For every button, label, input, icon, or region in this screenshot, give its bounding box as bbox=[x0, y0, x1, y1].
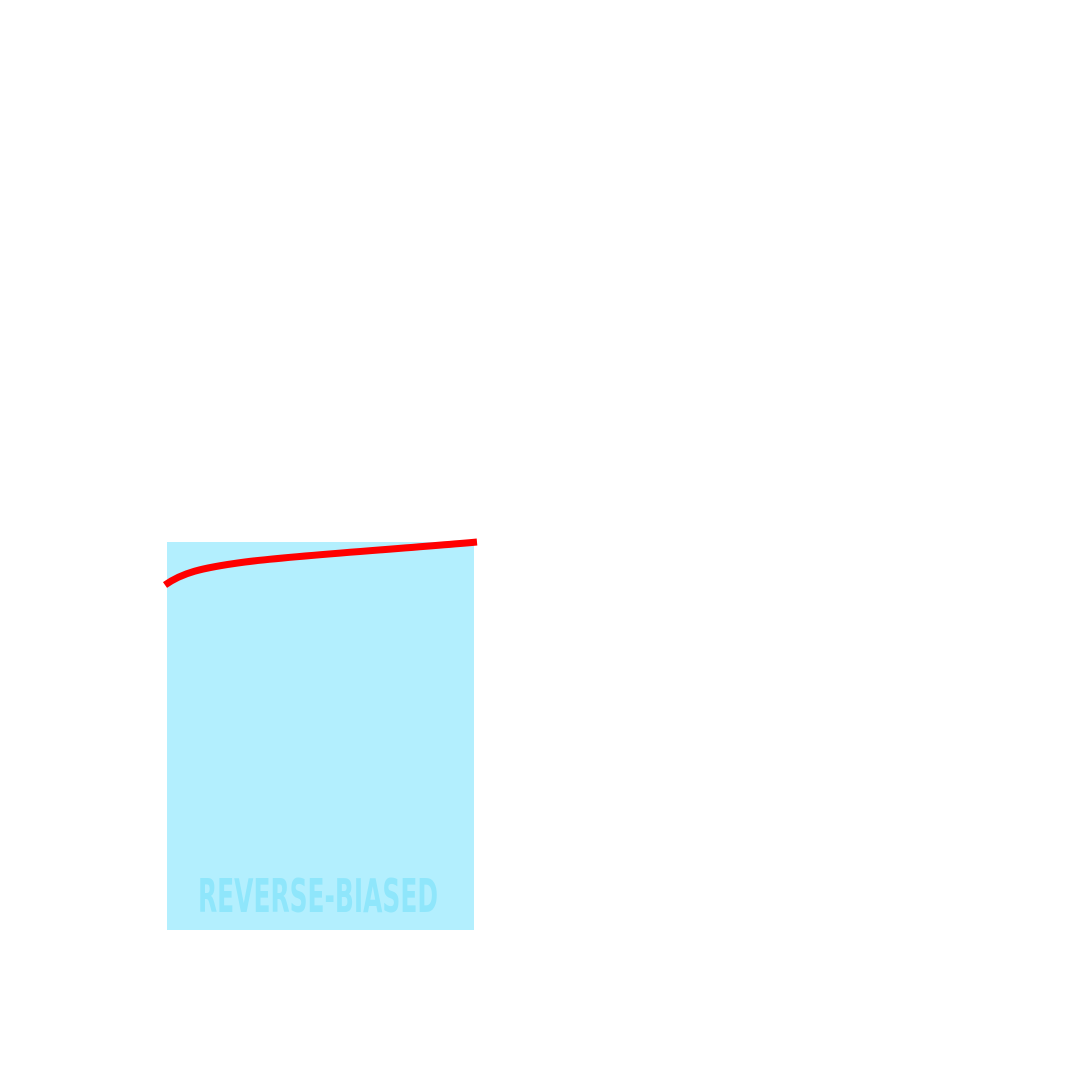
reverse-biased-region bbox=[167, 542, 474, 930]
reverse-biased-label: REVERSE-BIASED bbox=[198, 869, 438, 923]
characteristic-curve bbox=[162, 538, 478, 588]
